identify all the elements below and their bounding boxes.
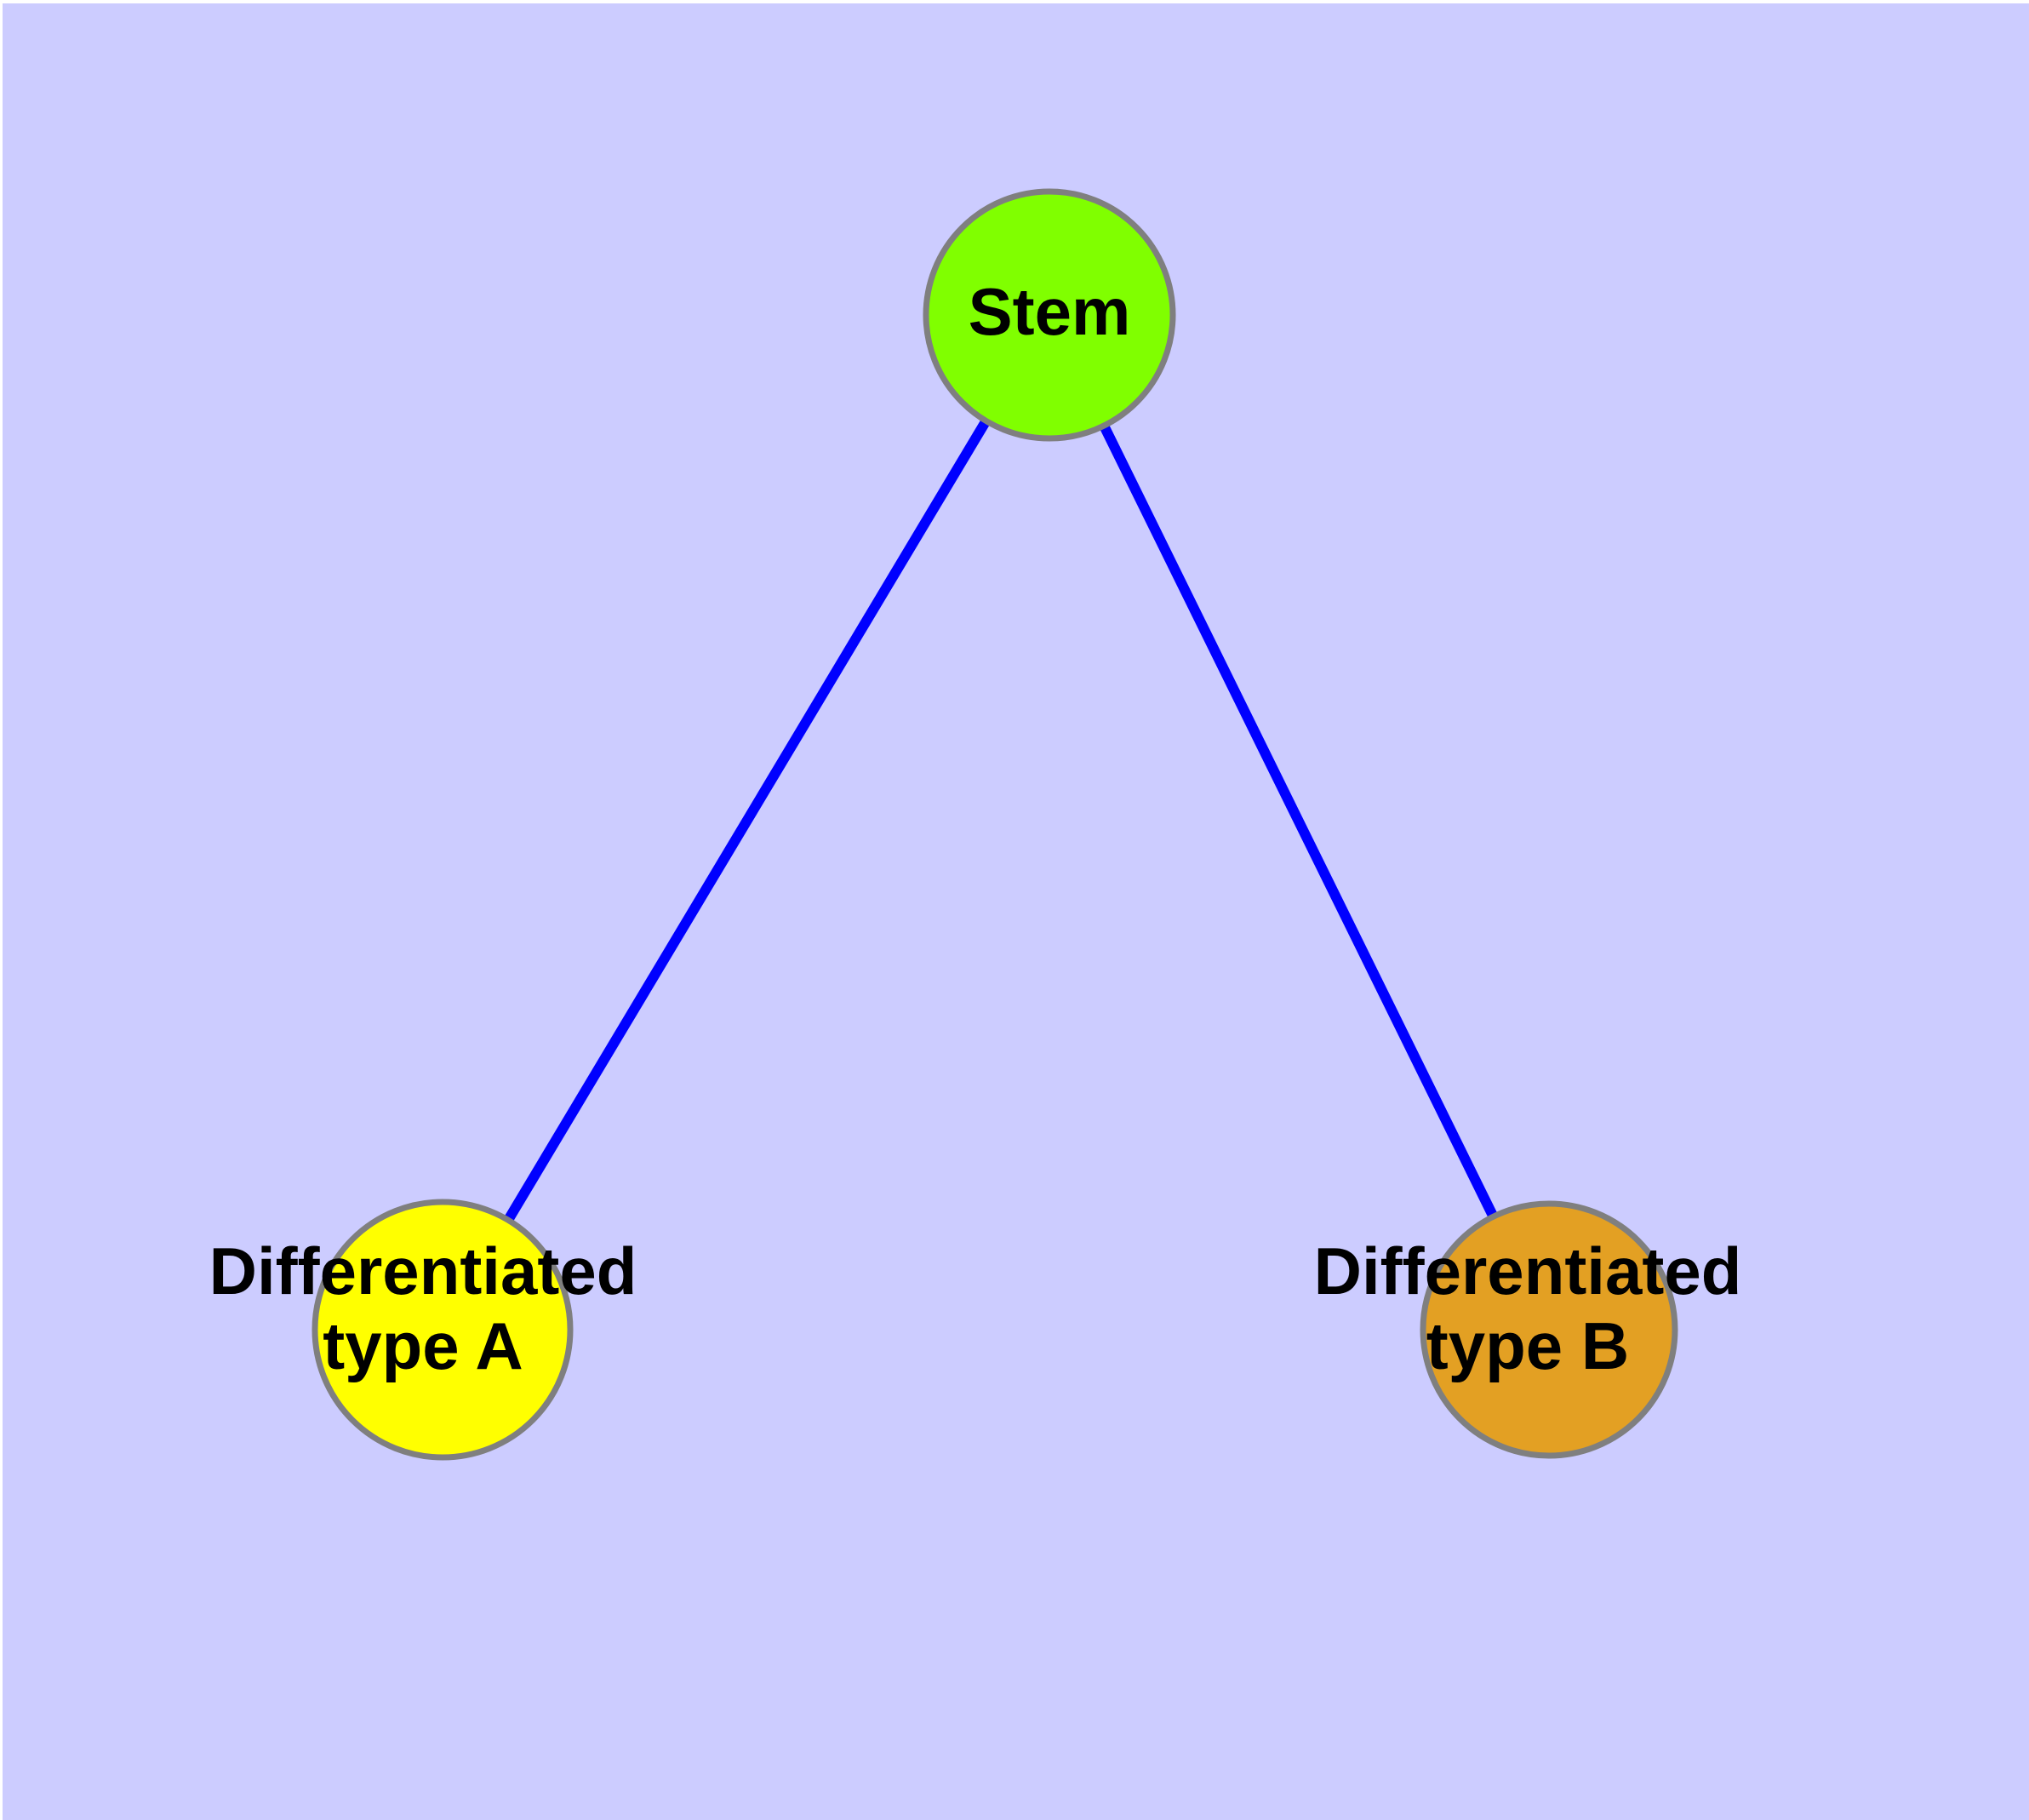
graph-edge-stem-to-diff_a[interactable] [504, 420, 990, 1222]
graph-node-label-line: Stem [969, 274, 1131, 349]
graph-node-label-line: Differentiated [1314, 1233, 1742, 1308]
graph-node-label-line: type B [1426, 1308, 1629, 1383]
graph-node-label-stem: Stem [969, 274, 1131, 349]
graph-node-label-line: Differentiated [209, 1233, 637, 1308]
nodes-layer [311, 188, 1678, 1461]
edges-layer [504, 420, 1498, 1222]
graph-node-diff_a[interactable] [311, 1199, 574, 1461]
graph-node-diff_b[interactable] [1420, 1200, 1678, 1459]
graph-node-label-line: type A [323, 1308, 523, 1383]
graph-edge-stem-to-diff_b[interactable] [1100, 425, 1498, 1218]
graph-node-stem[interactable] [923, 188, 1176, 442]
